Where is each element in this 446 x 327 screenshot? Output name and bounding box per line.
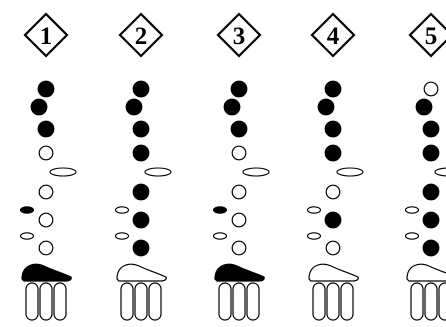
side-key-left-2	[114, 232, 130, 240]
side-key-left-1	[114, 206, 130, 214]
tone-hole-4	[38, 145, 54, 161]
table-key-1	[120, 282, 134, 321]
side-key-left-2	[212, 232, 228, 240]
side-key-left-2	[306, 232, 322, 240]
tone-hole-1	[230, 80, 248, 98]
tone-hole-2	[317, 98, 335, 116]
diamond-frame	[23, 12, 69, 58]
side-key-right	[49, 167, 77, 177]
octave-key	[214, 263, 265, 282]
tone-hole-6	[422, 211, 440, 229]
table-key-3	[438, 282, 446, 321]
side-key-left-2	[404, 232, 420, 240]
fingering-1: 1	[19, 12, 77, 321]
tone-hole-1	[324, 80, 342, 98]
side-key-right	[336, 167, 364, 177]
table-key-3	[246, 282, 260, 321]
diamond-frame	[118, 12, 164, 58]
side-key-left-1	[404, 206, 420, 214]
octave-key	[406, 263, 446, 282]
table-key-1	[25, 282, 39, 321]
side-key-right	[434, 167, 446, 177]
diamond-frame	[310, 12, 356, 58]
fingering-2: 2	[114, 12, 172, 321]
fingering-number: 4	[327, 23, 340, 50]
octave-key	[21, 263, 72, 282]
tone-hole-6	[38, 212, 54, 228]
tone-hole-6	[132, 211, 150, 229]
tone-hole-7	[422, 239, 440, 257]
tone-hole-4	[422, 144, 440, 162]
side-key-right	[144, 167, 172, 177]
tone-hole-4	[324, 144, 342, 162]
tone-hole-5	[38, 184, 54, 200]
table-key-3	[340, 282, 354, 321]
tone-hole-1	[132, 80, 150, 98]
tone-hole-5	[422, 183, 440, 201]
tone-hole-4	[132, 144, 150, 162]
table-key-2	[134, 282, 148, 321]
fingering-number: 2	[135, 23, 148, 50]
tone-hole-6	[231, 212, 247, 228]
side-key-left-1	[19, 206, 35, 214]
tone-hole-2	[223, 98, 241, 116]
fingering-3: 3	[212, 12, 270, 321]
tone-hole-3	[37, 120, 55, 138]
tone-hole-3	[422, 120, 440, 138]
tone-hole-2	[30, 98, 48, 116]
tone-hole-5	[132, 183, 150, 201]
tone-hole-3	[230, 120, 248, 138]
tone-hole-3	[132, 120, 150, 138]
table-key-2	[232, 282, 246, 321]
tone-hole-7	[38, 240, 54, 256]
diamond-frame	[216, 12, 262, 58]
tone-hole-3	[324, 120, 342, 138]
fingering-number: 1	[40, 23, 53, 50]
octave-key	[116, 263, 167, 282]
table-key-3	[53, 282, 67, 321]
side-key-right	[242, 167, 270, 177]
table-key-1	[218, 282, 232, 321]
diamond-frame	[408, 12, 446, 58]
side-key-left-2	[19, 232, 35, 240]
side-key-left-1	[212, 206, 228, 214]
fingering-4: 4	[306, 12, 364, 321]
tone-hole-2	[415, 98, 433, 116]
octave-key	[308, 263, 359, 282]
side-key-left-1	[306, 206, 322, 214]
tone-hole-7	[231, 240, 247, 256]
fingering-number: 5	[425, 23, 438, 50]
table-key-1	[410, 282, 424, 321]
tone-hole-6	[324, 211, 342, 229]
tone-hole-7	[325, 240, 341, 256]
tone-hole-7	[132, 239, 150, 257]
tone-hole-1	[423, 81, 439, 97]
fingering-5: 5	[404, 12, 446, 321]
fingering-number: 3	[233, 23, 246, 50]
tone-hole-4	[231, 145, 247, 161]
table-key-2	[39, 282, 53, 321]
tone-hole-5	[325, 184, 341, 200]
tone-hole-5	[231, 184, 247, 200]
tone-hole-2	[125, 98, 143, 116]
table-key-1	[312, 282, 326, 321]
table-key-3	[148, 282, 162, 321]
table-key-2	[424, 282, 438, 321]
table-key-2	[326, 282, 340, 321]
tone-hole-1	[37, 80, 55, 98]
